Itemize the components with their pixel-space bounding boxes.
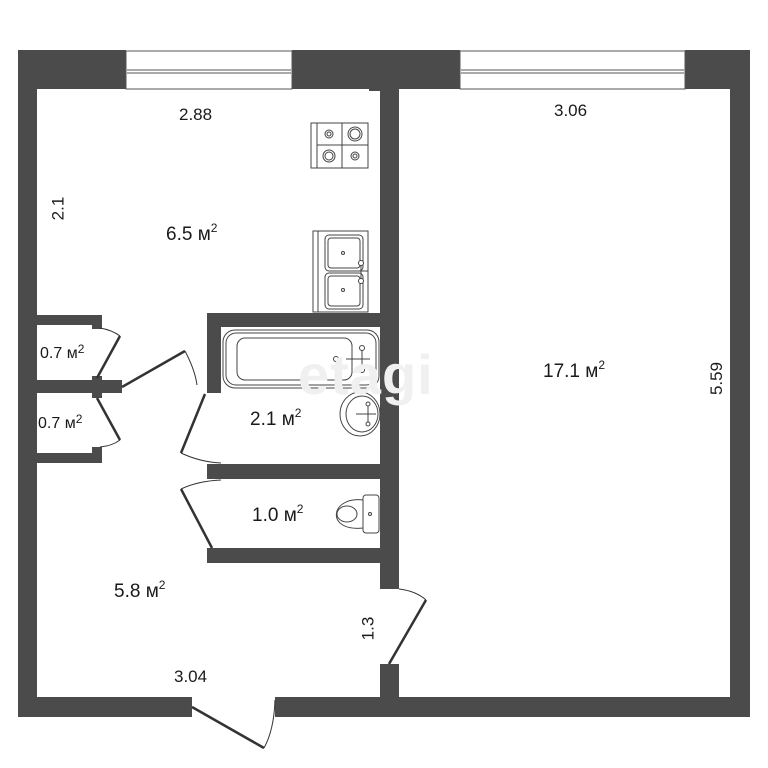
dim-hallway-width: 3.04 xyxy=(174,667,208,686)
washbasin-icon xyxy=(339,391,381,437)
room-area-closet-1: 0.7 м2 xyxy=(40,342,85,362)
walls xyxy=(18,50,750,717)
kitchen-sink-icon xyxy=(312,230,369,313)
dim-living-width: 3.06 xyxy=(554,101,588,120)
window-kitchen xyxy=(125,50,293,90)
stove-icon xyxy=(310,122,369,169)
room-area-living: 17.1 м2 xyxy=(543,358,606,382)
room-area-hallway: 5.8 м2 xyxy=(114,578,166,602)
room-area-closet-2: 0.7 м2 xyxy=(38,412,83,432)
dim-hallway-door: 1.3 xyxy=(358,616,378,641)
room-area-kitchen: 6.5 м2 xyxy=(166,221,218,245)
toilet-icon xyxy=(335,494,380,534)
dim-kitchen-width: 2.88 xyxy=(179,105,213,124)
dim-living-depth: 5.59 xyxy=(707,361,727,396)
bathtub-icon xyxy=(222,329,380,389)
watermark: etagi xyxy=(298,343,434,406)
room-area-bathroom: 2.1 м2 xyxy=(250,406,302,430)
dim-kitchen-depth: 2.1 xyxy=(48,196,68,221)
room-area-toilet: 1.0 м2 xyxy=(252,502,304,526)
doors xyxy=(95,327,428,750)
window-living xyxy=(459,50,686,90)
